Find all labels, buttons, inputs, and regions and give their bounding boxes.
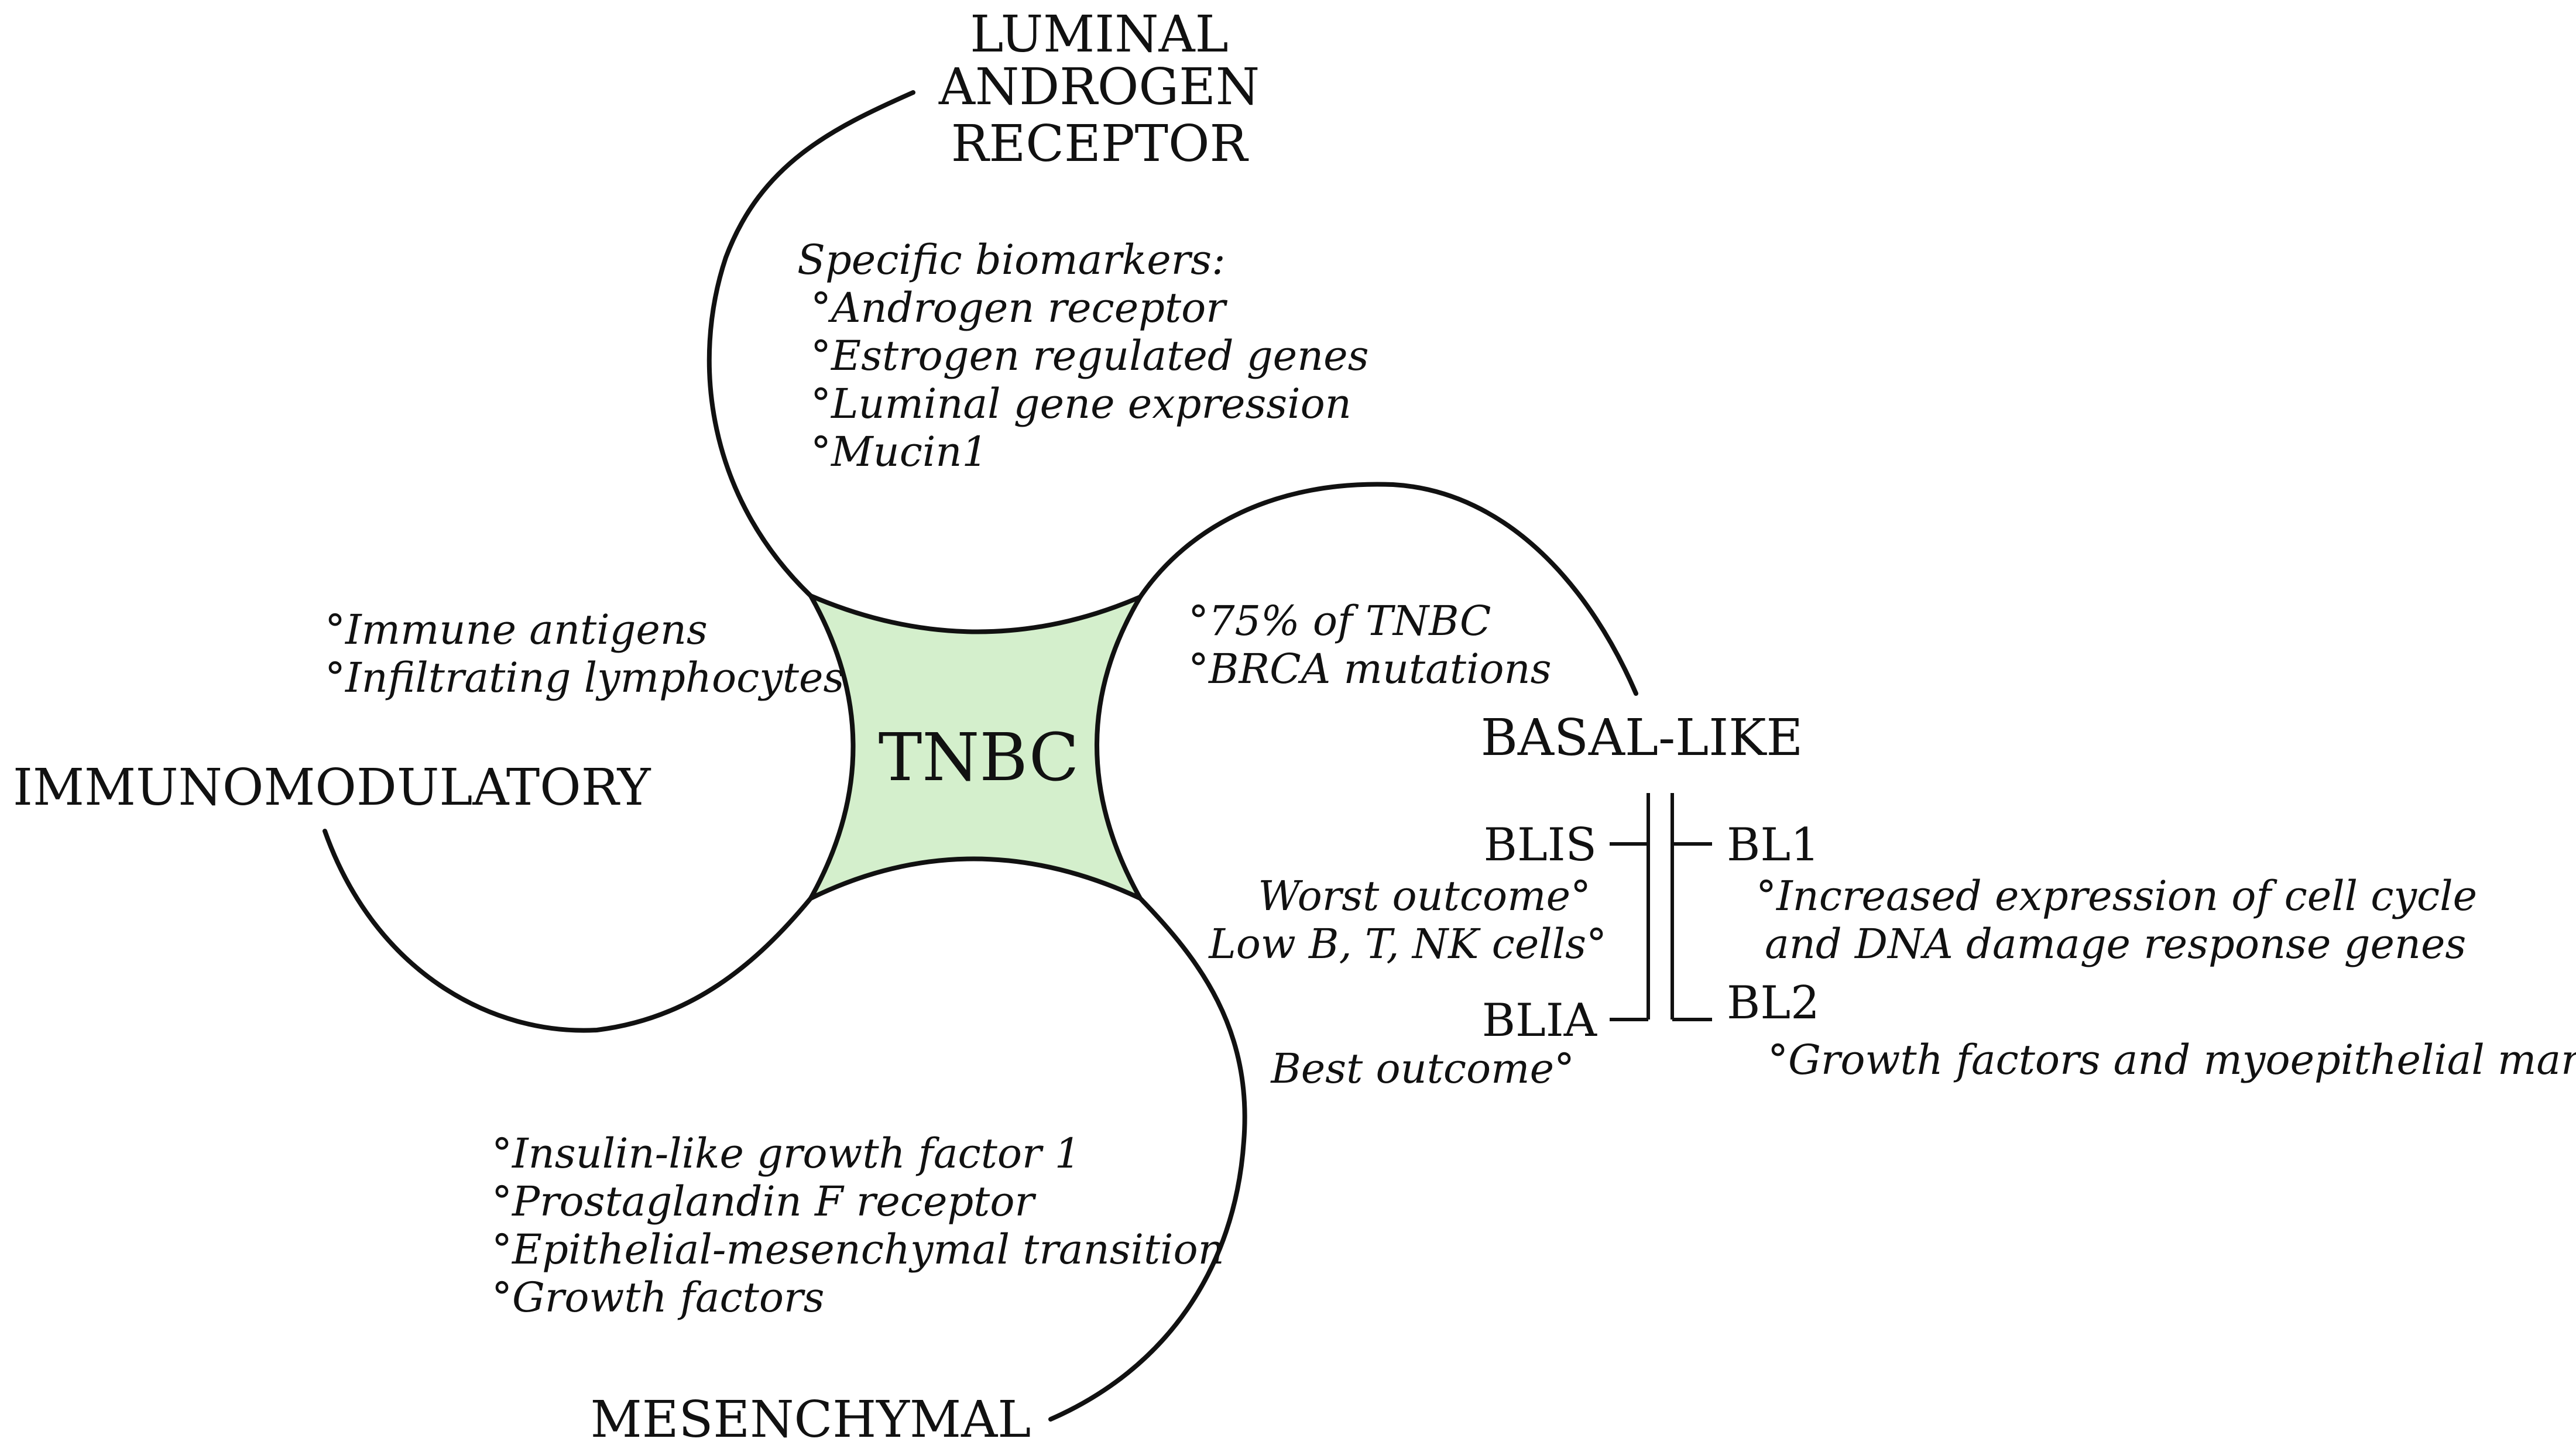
bl1-feature-line: °Increased expression of cell cycle [1756,872,2477,920]
blis-feature-line: Worst outcome° [1258,872,1591,920]
immunomodulatory-arm-curve [323,829,813,1033]
blis-label: BLIS [1484,819,1597,871]
blia-label: BLIA [1482,994,1598,1047]
luminal-title-line: RECEPTOR [951,115,1249,173]
luminal-androgen-receptor-group: LUMINAL ANDROGEN RECEPTOR Specific bioma… [797,5,1369,476]
basal-like-group: °75% of TNBC °BRCA mutations BASAL-LIKE … [1188,597,2576,1093]
immunomodulatory-title: IMMUNOMODULATORY [13,758,651,817]
basal-arm-curve [1138,482,1638,696]
mesenchymal-arm-curve [1048,896,1247,1422]
mesenchymal-group: °Insulin-like growth factor 1 °Prostagla… [492,1130,1224,1449]
bl2-feature-line: °Growth factors and myoepithelial marker… [1768,1036,2576,1084]
tnbc-center-label: TNBC [879,720,1079,796]
mesenchymal-title: MESENCHYMAL [591,1391,1031,1449]
mesenchymal-feature-line: °Epithelial-mesenchymal transition [492,1226,1224,1273]
immunomodulatory-feature-line: °Infiltrating lymphocytes [325,654,844,702]
bl2-label: BL2 [1727,977,1820,1029]
mesenchymal-feature-line: °Growth factors [492,1273,824,1321]
immunomodulatory-feature-line: °Immune antigens [325,606,708,654]
luminal-biomarker-line: °Luminal gene expression [811,380,1352,428]
immunomodulatory-group: °Immune antigens °Infiltrating lymphocyt… [13,606,844,817]
basal-like-title: BASAL-LIKE [1481,709,1803,767]
mesenchymal-feature-line: °Insulin-like growth factor 1 [492,1130,1081,1178]
luminal-biomarker-line: Specific biomarkers: [797,236,1226,284]
basal-feature-line: °BRCA mutations [1188,645,1552,693]
luminal-biomarker-line: °Mucin1 [811,428,988,476]
luminal-biomarker-line: °Estrogen regulated genes [811,332,1369,380]
bl1-feature-line: and DNA damage response genes [1765,920,2466,968]
mesenchymal-feature-line: °Prostaglandin F receptor [492,1178,1036,1226]
blis-feature-line: Low B, T, NK cells° [1208,920,1607,968]
bl1-label: BL1 [1727,819,1820,871]
luminal-title-line: ANDROGEN [938,58,1260,116]
blia-feature-line: Best outcome° [1270,1045,1575,1093]
luminal-biomarker-line: °Androgen receptor [811,284,1227,332]
luminal-title-line: LUMINAL [970,5,1228,64]
luminal-arm-curve [706,90,915,598]
basal-feature-line: °75% of TNBC [1188,597,1491,645]
